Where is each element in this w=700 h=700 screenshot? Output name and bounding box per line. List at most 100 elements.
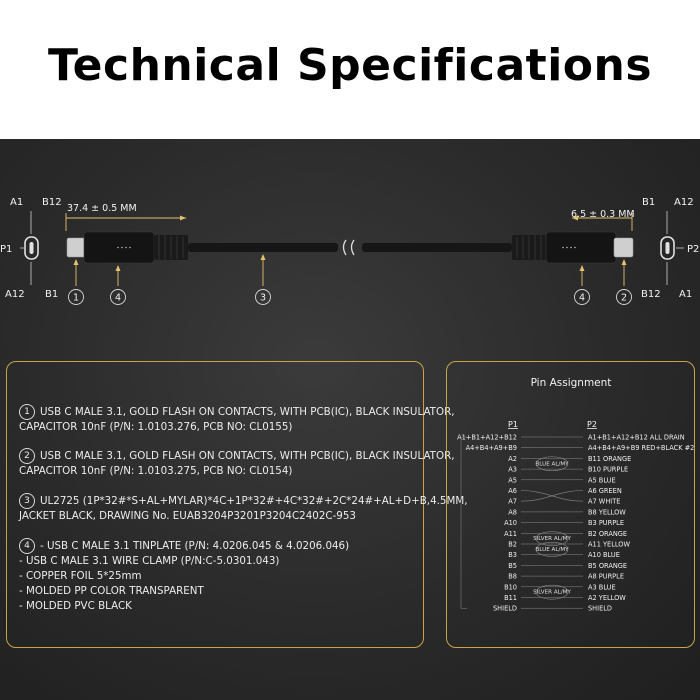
- pin-col-p2: P2: [587, 420, 597, 429]
- spec-num-2: 2: [19, 448, 35, 464]
- pin-p2-10: A11 YELLOW: [588, 541, 630, 549]
- callout-markers: 1 4 3 4 2: [68, 289, 632, 305]
- cable-body: [66, 231, 634, 264]
- spec-3-line-2: JACKET BLACK, DRAWING No. EUAB3204P3201P…: [19, 510, 356, 522]
- pin-p2-16: SHIELD: [588, 605, 612, 613]
- right-connector-end-view: B1 A12 P2 B12 A1: [641, 197, 699, 300]
- shield-ellipse-1: [535, 531, 569, 546]
- shield-ellipse-3: [535, 584, 569, 600]
- callout-4-right: 4: [579, 293, 585, 304]
- pin-p1-8: A10: [504, 519, 517, 527]
- pin-p1-11: B3: [508, 551, 517, 559]
- pin-p2-1: A4+B4+A9+B9 RED+BLACK #24*2: [588, 444, 694, 452]
- pin-rows: A1+B1+A12+B12 A1+B1+A12+B12 ALL DRAIN A4+B…: [457, 434, 694, 613]
- left-port-tongue: [29, 242, 34, 254]
- pin-p1-15: B11: [504, 594, 517, 602]
- pin-wiring: BLUE AL/MY SILVER AL/MY BLUE AL/MY SILVER A…: [460, 436, 584, 609]
- pin-p1-7: A8: [508, 508, 517, 516]
- spec-3-line-1: UL2725 (1P*32#*S+AL+MYLAR)*4C+1P*32#+4C*…: [40, 495, 468, 507]
- left-pin-a12: A12: [5, 289, 25, 300]
- left-pin-b1: B1: [45, 289, 58, 300]
- pin-p2-11: A10 BLUE: [588, 551, 620, 559]
- pin-p2-0: A1+B1+A12+B12 ALL DRAIN: [588, 434, 685, 442]
- left-plug-metal: [66, 237, 87, 258]
- pin-p1-0: A1+B1+A12+B12: [457, 434, 517, 442]
- cable-break-symbol: [342, 239, 355, 256]
- spec-2-line-1: USB C MALE 3.1, GOLD FLASH ON CONTACTS, …: [40, 450, 455, 462]
- pin-p1-12: B5: [508, 562, 517, 570]
- pin-p2-7: B8 YELLOW: [588, 508, 626, 516]
- pin-p1-4: A5: [508, 476, 517, 484]
- left-dimension: 37.4 ± 0.5 MM: [65, 203, 186, 231]
- right-pin-p2: P2: [687, 244, 699, 255]
- callout-1: 1: [73, 293, 79, 304]
- left-pin-p1: P1: [0, 244, 12, 255]
- pin-p2-15: A2 YELLOW: [588, 594, 626, 602]
- right-pin-b1: B1: [642, 197, 655, 208]
- pin-assignment-title: Pin Assignment: [531, 377, 612, 389]
- spec-4-line-4: - MOLDED PP COLOR TRANSPARENT: [19, 585, 204, 597]
- pin-p2-2: B11 ORANGE: [588, 455, 631, 463]
- spec-num-1: 1: [19, 404, 35, 420]
- left-port-outline: [24, 236, 39, 260]
- pin-p2-13: A8 PURPLE: [588, 573, 624, 581]
- right-pin-a12: A12: [674, 197, 694, 208]
- pin-p2-12: B5 ORANGE: [588, 562, 627, 570]
- pin-p2-3: B10 PURPLE: [588, 466, 628, 474]
- pin-p2-4: A5 BLUE: [588, 476, 616, 484]
- right-port-tongue: [665, 242, 670, 254]
- pin-p1-14: B10: [504, 583, 517, 591]
- left-pin-a1: A1: [10, 197, 23, 208]
- spec-item-1: 1 USB C MALE 3.1, GOLD FLASH ON CONTACTS,…: [19, 404, 455, 435]
- right-pin-a1: A1: [679, 289, 692, 300]
- pin-p1-6: A7: [508, 498, 517, 506]
- shield-bracket: [460, 437, 467, 609]
- pin-p1-1: A4+B4+A9+B9: [466, 444, 517, 452]
- spec-item-3: 3 UL2725 (1P*32#*S+AL+MYLAR)*4C+1P*32#+4C…: [19, 493, 468, 524]
- right-dimension: 6.5 ± 0.3 MM: [571, 209, 635, 231]
- spec-1-line-2: CAPACITOR 10nF (P/N: 1.0103.276, PCB NO:…: [19, 421, 293, 433]
- dim-right-label: 6.5 ± 0.3 MM: [571, 209, 635, 220]
- pin-p1-13: B8: [508, 573, 517, 581]
- callout-4-left: 4: [115, 293, 121, 304]
- spec-4-line-5: - MOLDED PVC BLACK: [19, 600, 132, 612]
- pin-p1-16: SHIELD: [493, 605, 517, 613]
- callout-arrowheads: [73, 254, 627, 271]
- pin-p2-9: B2 ORANGE: [588, 530, 627, 538]
- shield-label-0: BLUE AL/MY: [535, 461, 569, 467]
- right-port-outline: [660, 236, 675, 260]
- spec-num-4: 4: [19, 538, 35, 554]
- pin-p1-5: A6: [508, 487, 517, 495]
- spec-4-line-1: - USB C MALE 3.1 TINPLATE (P/N: 4.0206.0…: [40, 540, 350, 552]
- pin-p2-6: A7 WHITE: [588, 498, 620, 506]
- shield-label-1: SILVER AL/MY: [533, 536, 571, 542]
- right-plug-metal: [613, 237, 634, 258]
- right-pin-b12: B12: [641, 289, 661, 300]
- shield-label-3: SILVER AL/MY: [533, 590, 571, 596]
- dim-left-label: 37.4 ± 0.5 MM: [67, 203, 137, 214]
- callout-3: 3: [260, 293, 266, 304]
- spec-item-2: 2 USB C MALE 3.1, GOLD FLASH ON CONTACTS,…: [19, 448, 455, 479]
- shield-ellipse-0: [535, 456, 569, 472]
- pin-p1-10: B2: [508, 541, 517, 549]
- pin-p1-2: A2: [508, 455, 517, 463]
- spec-panel: A1 B12 P1 A12 B1 37.4 ± 0.5 MM 6.5 ± 0.3…: [0, 139, 700, 700]
- cable-diagram: A1 B12 P1 A12 B1 37.4 ± 0.5 MM 6.5 ± 0.3…: [0, 197, 699, 305]
- left-connector-end-view: A1 B12 P1 A12 B1: [0, 197, 62, 300]
- spec-4-line-2: - USB C MALE 3.1 WIRE CLAMP (P/N:C-5.030…: [19, 555, 280, 567]
- spec-4-line-3: - COPPER FOIL 5*25mm: [19, 570, 142, 582]
- pin-col-p1: P1: [508, 420, 518, 429]
- pin-p1-9: A11: [504, 530, 517, 538]
- pin-p2-14: A3 BLUE: [588, 583, 616, 591]
- spec-item-4: 4 - USB C MALE 3.1 TINPLATE (P/N: 4.0206.…: [19, 538, 349, 614]
- shield-label-2: BLUE AL/MY: [535, 547, 569, 553]
- shield-ellipse-2: [535, 542, 569, 557]
- callout-2: 2: [621, 293, 627, 304]
- right-overmold: [545, 231, 617, 264]
- spec-1-line-1: USB C MALE 3.1, GOLD FLASH ON CONTACTS, …: [40, 406, 455, 418]
- spec-num-3: 3: [19, 493, 35, 509]
- pin-wire-cross-b: [520, 490, 584, 502]
